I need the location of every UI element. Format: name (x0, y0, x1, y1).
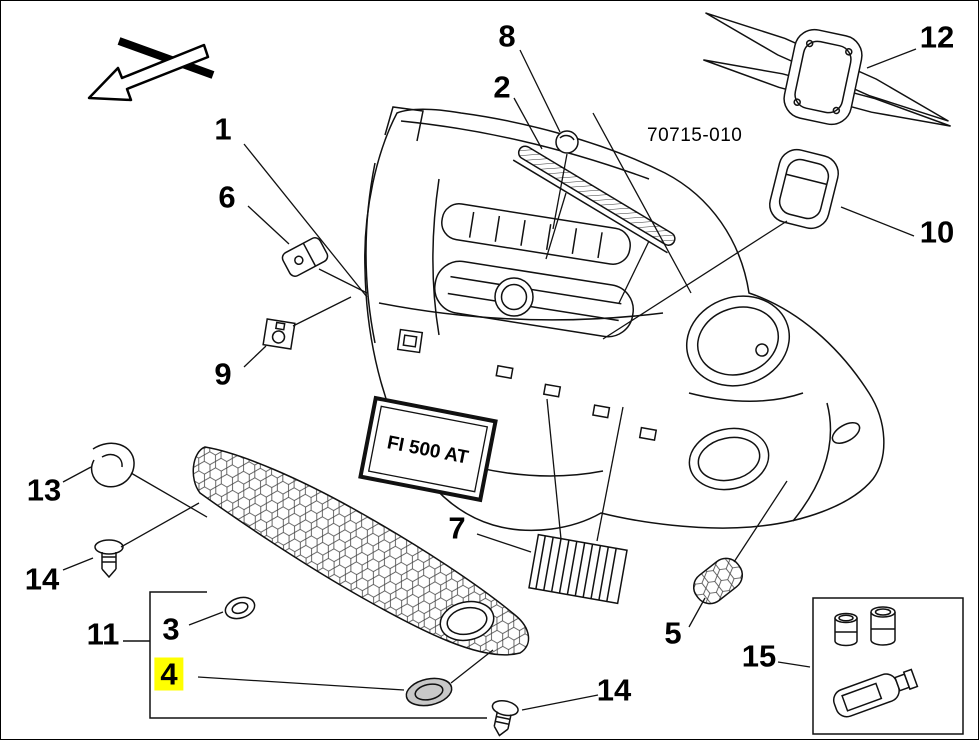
callout-3[interactable]: 3 (162, 611, 180, 647)
callout-12[interactable]: 12 (919, 19, 955, 55)
square-clip-part (262, 318, 296, 350)
grommet-ring-part (224, 596, 256, 620)
front-bumper-part: FI 500 AT (358, 106, 885, 532)
callout-4[interactable]: 4 (154, 657, 184, 691)
callout-10[interactable]: 10 (919, 214, 955, 250)
callout-13[interactable]: 13 (26, 472, 62, 508)
leader-lines (62, 48, 917, 711)
clip-bracket-part (281, 237, 329, 277)
mesh-insert-part (692, 557, 744, 605)
kit-can-large (870, 606, 896, 646)
lower-grille-mesh-part (192, 446, 530, 656)
part-number: 70715-010 (647, 125, 743, 146)
push-rivet-part-right (491, 700, 519, 737)
repair-kit-box (812, 597, 964, 735)
callout-8[interactable]: 8 (498, 18, 516, 54)
callout-6[interactable]: 6 (218, 179, 236, 215)
license-plate: FI 500 AT (358, 395, 498, 503)
callout-7[interactable]: 7 (448, 510, 466, 546)
push-rivet-part-left (94, 539, 124, 579)
callout-14-right[interactable]: 14 (596, 672, 632, 708)
grille-trim-strip-part (512, 145, 676, 254)
support-block-part (528, 533, 628, 605)
callout-1[interactable]: 1 (214, 111, 232, 147)
direction-arrow-icon (87, 37, 215, 102)
shield-badge-part (769, 148, 839, 230)
callout-9[interactable]: 9 (214, 356, 232, 392)
kit-bottle (832, 668, 919, 718)
callout-5[interactable]: 5 (664, 615, 682, 651)
callout-2[interactable]: 2 (493, 69, 511, 105)
emblem-badge-part (555, 130, 579, 154)
fog-lamp-cover-part (405, 677, 453, 707)
kit-can-small (834, 612, 858, 647)
hook-clip-part (90, 442, 135, 488)
callout-11[interactable]: 11 (86, 616, 120, 652)
callout-14-left[interactable]: 14 (24, 561, 60, 597)
wing-badge-part (703, 12, 951, 127)
callout-15[interactable]: 15 (741, 638, 777, 674)
group-bracket (123, 591, 487, 719)
